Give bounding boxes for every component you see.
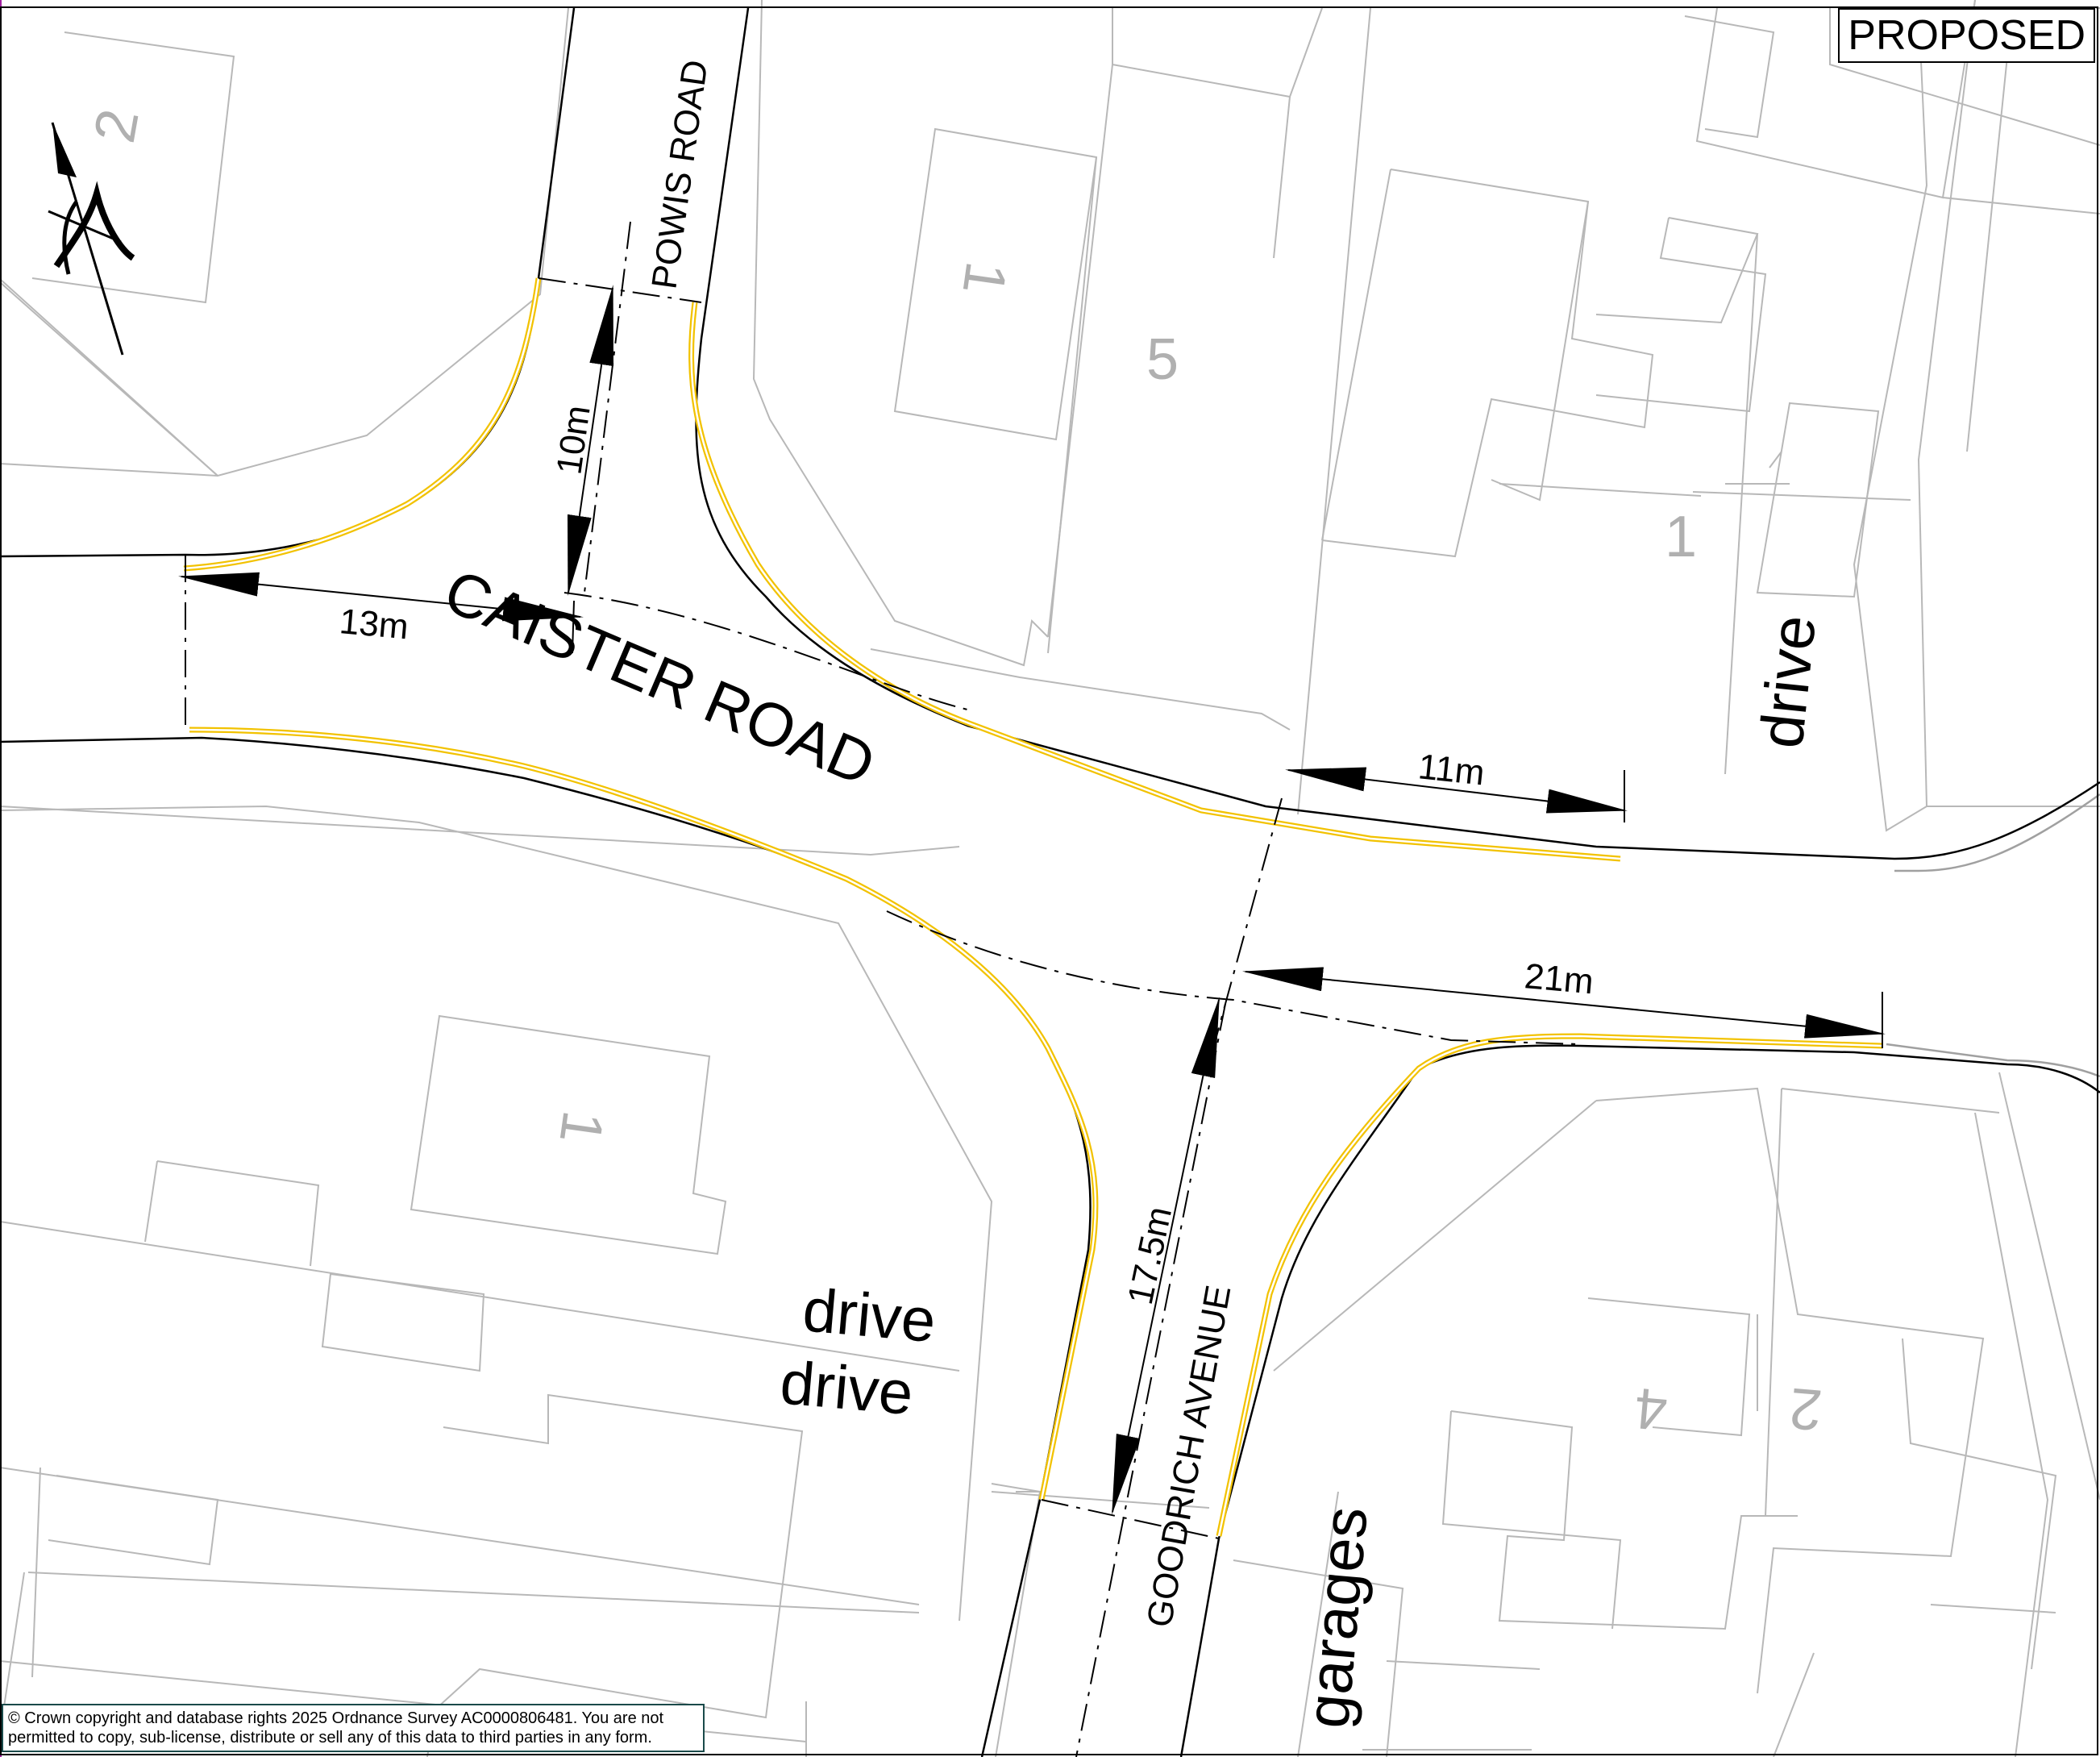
house-number-1-right: 1	[1665, 505, 1697, 569]
secondary-kerbs	[1886, 793, 2100, 1078]
status-label: PROPOSED	[1838, 8, 2095, 63]
garages-label: garages	[1293, 1504, 1381, 1730]
dimension-21m: 21m	[1523, 956, 1595, 1001]
goodrich-avenue-label: GOODRICH AVENUE	[1140, 1282, 1239, 1630]
proposed-restriction-lines	[183, 277, 1883, 1537]
house-number-4: 4	[1632, 1376, 1670, 1443]
dimension-11m: 11m	[1416, 747, 1487, 793]
powis-road-label: POWIS ROAD	[644, 57, 715, 291]
dimension-lines	[178, 285, 1886, 1515]
house-number-2-bottom: 2	[1787, 1376, 1825, 1443]
house-number-5: 5	[1146, 327, 1179, 392]
drive-label-lower-2: drive	[778, 1348, 917, 1428]
dimension-13m: 13m	[338, 602, 410, 647]
north-arrow-icon	[48, 122, 135, 356]
road-kerbs	[0, 7, 2100, 1757]
house-number-2-top: 2	[82, 104, 152, 147]
copyright-notice: © Crown copyright and database rights 20…	[2, 1704, 705, 1752]
left-edge-marker	[0, 0, 2, 1757]
drive-label-right: drive	[1747, 612, 1829, 752]
house-number-1-top: 1	[950, 258, 1019, 299]
dimension-10m: 10m	[549, 403, 597, 477]
house-number-1-bottom: 1	[547, 1107, 616, 1148]
drive-label-lower-1: drive	[800, 1276, 939, 1355]
dimension-17-5m: 17.5m	[1121, 1203, 1179, 1308]
